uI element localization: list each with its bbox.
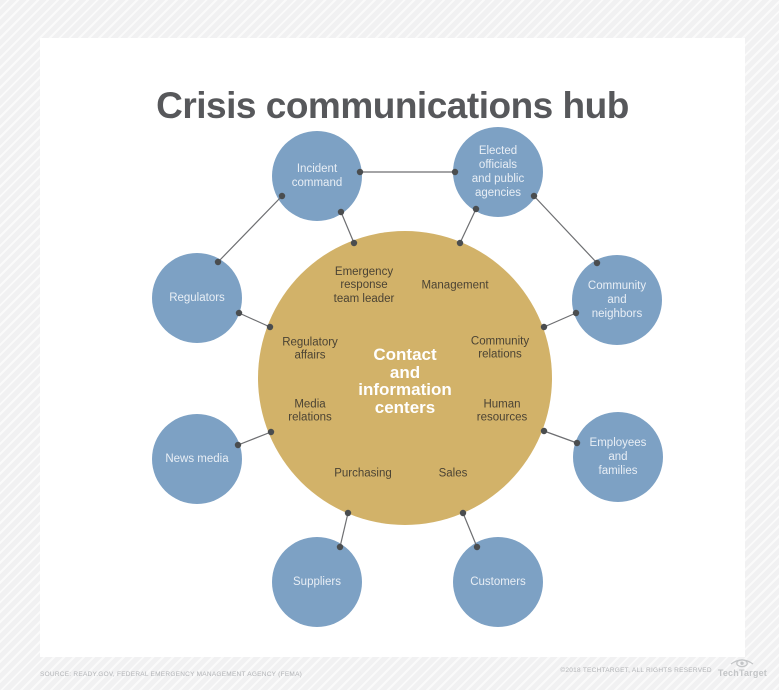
source-attribution: SOURCE: READY.GOV, FEDERAL EMERGENCY MAN… [40,671,303,678]
footer-right: ©2018 TECHTARGET, ALL RIGHTS RESERVED Te… [560,655,767,678]
dept-human-resources: Human resources [476,398,528,424]
techtarget-logo: TechTarget [718,655,767,678]
page-title: Crisis communications hub [156,84,629,126]
dept-emergency-response: Emergency response team leader [333,265,395,305]
hub-label: Contact and information centers [358,345,452,417]
node-incident-command: Incident command [272,131,362,221]
eye-icon [731,659,754,668]
dept-media-relations: Media relations [288,398,332,424]
copyright-text: ©2018 TECHTARGET, ALL RIGHTS RESERVED [560,667,712,674]
dept-regulatory-affairs: Regulatory affairs [282,336,338,362]
node-suppliers: Suppliers [272,537,362,627]
node-community-neighbors: Community and neighbors [572,255,662,345]
dept-sales: Sales [438,467,468,480]
brand-text: TechTarget [717,668,767,678]
node-employees-families: Employees and families [573,412,663,502]
node-news-media: News media [152,414,242,504]
hub-circle [258,231,552,525]
dept-purchasing: Purchasing [334,467,392,480]
node-regulators: Regulators [152,253,242,343]
node-elected-officials: Elected officials and public agencies [453,127,543,217]
node-customers: Customers [453,537,543,627]
dept-management: Management [421,279,489,292]
dept-community-relations: Community relations [470,335,530,361]
